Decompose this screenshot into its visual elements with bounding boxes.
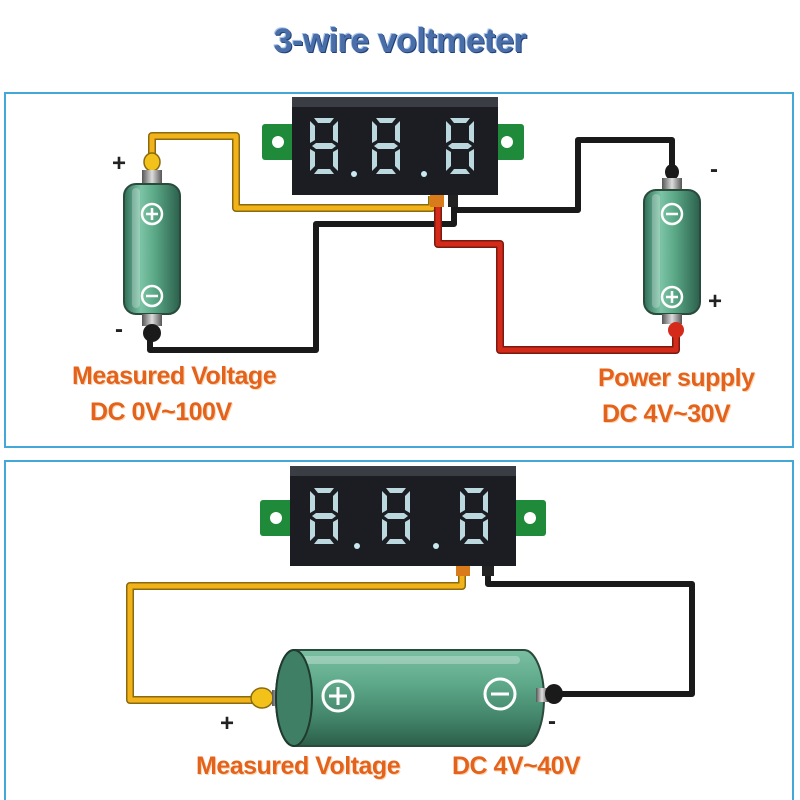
left-battery-minus-sign: - xyxy=(115,316,123,343)
battery-icon-measured xyxy=(123,152,181,342)
yellow-measure-wire-bottom xyxy=(126,567,466,704)
measured-voltage-label: Measured Voltage xyxy=(72,362,277,390)
bottom-measured-voltage-label: Measured Voltage xyxy=(196,752,401,780)
red-power-wire xyxy=(434,196,680,354)
right-battery-plus-sign: + xyxy=(708,288,723,315)
battery-icon-supply xyxy=(643,164,701,338)
bottom-battery-minus-sign: - xyxy=(548,708,556,735)
power-supply-label: Power supply xyxy=(598,364,755,392)
page-title: 3-wire voltmeter xyxy=(273,22,527,60)
digital-voltmeter-display-top xyxy=(262,97,524,207)
measured-voltage-range: DC 0V~100V xyxy=(90,398,232,426)
bottom-voltage-range: DC 4V~40V xyxy=(452,752,581,780)
black-ground-wire xyxy=(147,137,675,353)
black-ground-wire-bottom xyxy=(485,567,695,697)
right-battery-minus-sign: - xyxy=(710,156,718,183)
left-battery-plus-sign: + xyxy=(112,150,127,177)
power-supply-range: DC 4V~30V xyxy=(602,400,731,428)
battery-icon-bottom xyxy=(250,649,563,747)
digital-voltmeter-display-bottom xyxy=(260,466,546,576)
bottom-battery-plus-sign: + xyxy=(220,710,235,737)
